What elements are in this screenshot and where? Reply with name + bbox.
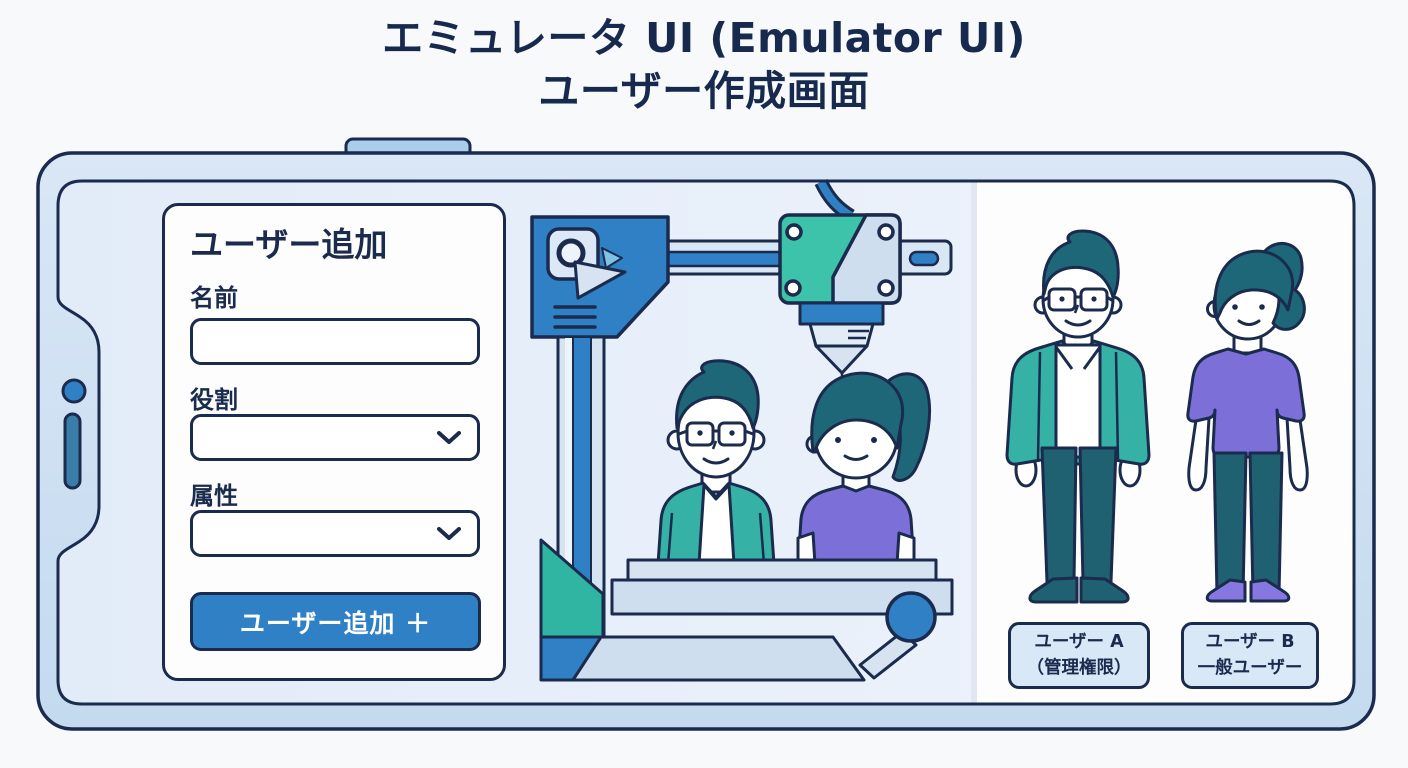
- chevron-down-icon: [437, 526, 461, 540]
- printer-platform: [539, 538, 954, 682]
- user-a-badge: ユーザー A （管理権限）: [1008, 622, 1150, 689]
- printed-user-b: [796, 371, 932, 566]
- attribute-label: 属性: [190, 482, 238, 510]
- screen-border: [56, 179, 1356, 706]
- user-b-name: ユーザー B: [1205, 632, 1295, 653]
- form-heading: ユーザー追加: [190, 225, 388, 264]
- role-select[interactable]: [190, 414, 480, 461]
- user-a-figure: [1005, 229, 1151, 604]
- printer-illustration: [530, 178, 953, 639]
- user-b-figure: [1186, 242, 1309, 603]
- page-title-line1: エミュレータ UI (Emulator UI): [382, 14, 1026, 62]
- page-title: エミュレータ UI (Emulator UI) ユーザー作成画面: [0, 12, 1408, 119]
- add-user-form: ユーザー追加 名前 役割 属性 ユーザー追加 ＋: [162, 203, 506, 681]
- name-label: 名前: [190, 284, 238, 312]
- user-b-role: 一般ユーザー: [1197, 657, 1303, 678]
- add-user-button[interactable]: ユーザー追加 ＋: [190, 592, 481, 651]
- role-label: 役割: [190, 386, 238, 414]
- user-a-name: ユーザー A: [1034, 632, 1124, 653]
- user-a-role: （管理権限）: [1026, 657, 1132, 678]
- printed-user-a: [656, 359, 776, 566]
- camera-icon: [61, 378, 87, 404]
- name-input[interactable]: [190, 318, 480, 365]
- attribute-select[interactable]: [190, 510, 480, 557]
- speaker-grille-icon: [63, 412, 82, 490]
- user-b-badge: ユーザー B 一般ユーザー: [1181, 622, 1319, 689]
- page-title-line2: ユーザー作成画面: [538, 67, 870, 116]
- chevron-down-icon: [437, 430, 461, 444]
